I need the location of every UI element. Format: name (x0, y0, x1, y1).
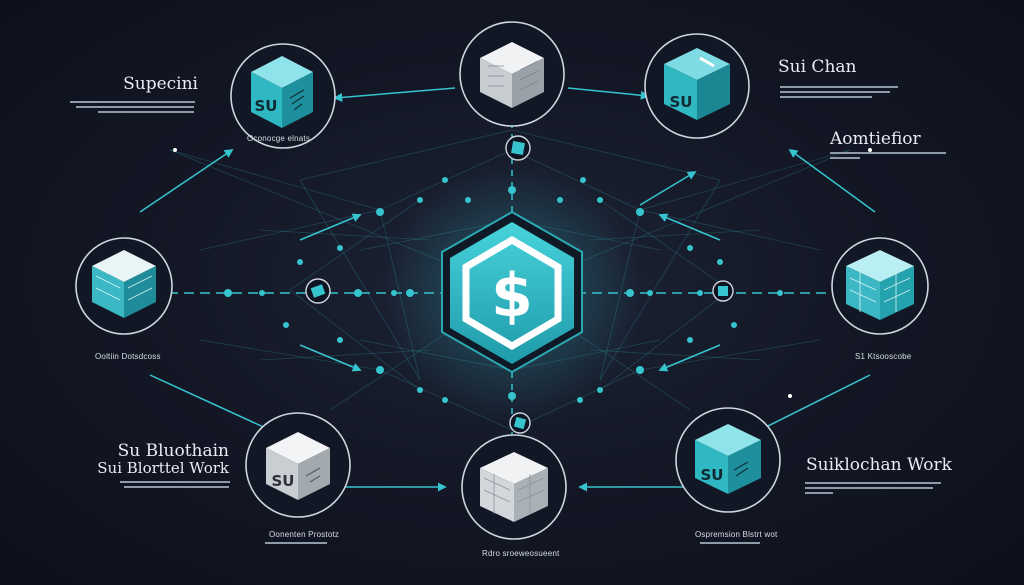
node-top-left (230, 43, 336, 149)
central-hexagon (441, 210, 583, 374)
top-right-fine-print (780, 84, 898, 98)
bottom-center-caption: Rdro sroeweosueent (482, 549, 560, 558)
bottom-left-caption-sub (265, 542, 327, 544)
node-top-right (644, 33, 750, 139)
bottom-left-title-line-2: Sui Blorttel Work (97, 459, 229, 477)
top-left-caption: Oconocge elnats (247, 134, 311, 143)
node-bottom-center (461, 434, 567, 540)
node-bottom-left (245, 412, 351, 518)
top-right-block-text: SU (670, 93, 693, 111)
top-left-fine-print (70, 99, 195, 113)
right-middle-caption: S1 Ktsooscobe (855, 352, 912, 361)
top-left-block-text: SU (255, 97, 278, 115)
bottom-left-fine-print (120, 479, 230, 488)
node-top-center (459, 21, 565, 127)
bottom-right-caption: Ospremsion Blstrt wot (695, 530, 778, 539)
bottom-left-title-line-1: Su Bluothain (117, 441, 229, 461)
top-right-title: Sui Chan (778, 57, 857, 77)
right-middle-fine-print (830, 150, 946, 159)
bottom-right-title: Suiklochan Work (806, 455, 952, 475)
node-right-middle (831, 237, 929, 335)
right-middle-title: Aomtiefior (830, 129, 921, 149)
left-middle-caption: Ooltiin Dotsdcoss (95, 352, 161, 361)
bottom-left-block-text: SU (272, 472, 295, 490)
bottom-right-block-text: SU (701, 466, 724, 484)
top-left-title: Supecini (123, 74, 198, 94)
bottom-right-fine-print (805, 480, 941, 494)
node-left-middle (75, 237, 173, 335)
dollar-sign-icon: $ (491, 261, 533, 331)
node-bottom-right (675, 407, 781, 513)
bottom-left-caption: Oonenten Prostotz (269, 530, 340, 539)
bottom-right-caption-sub (700, 542, 760, 544)
small-cube-icons (310, 141, 728, 430)
